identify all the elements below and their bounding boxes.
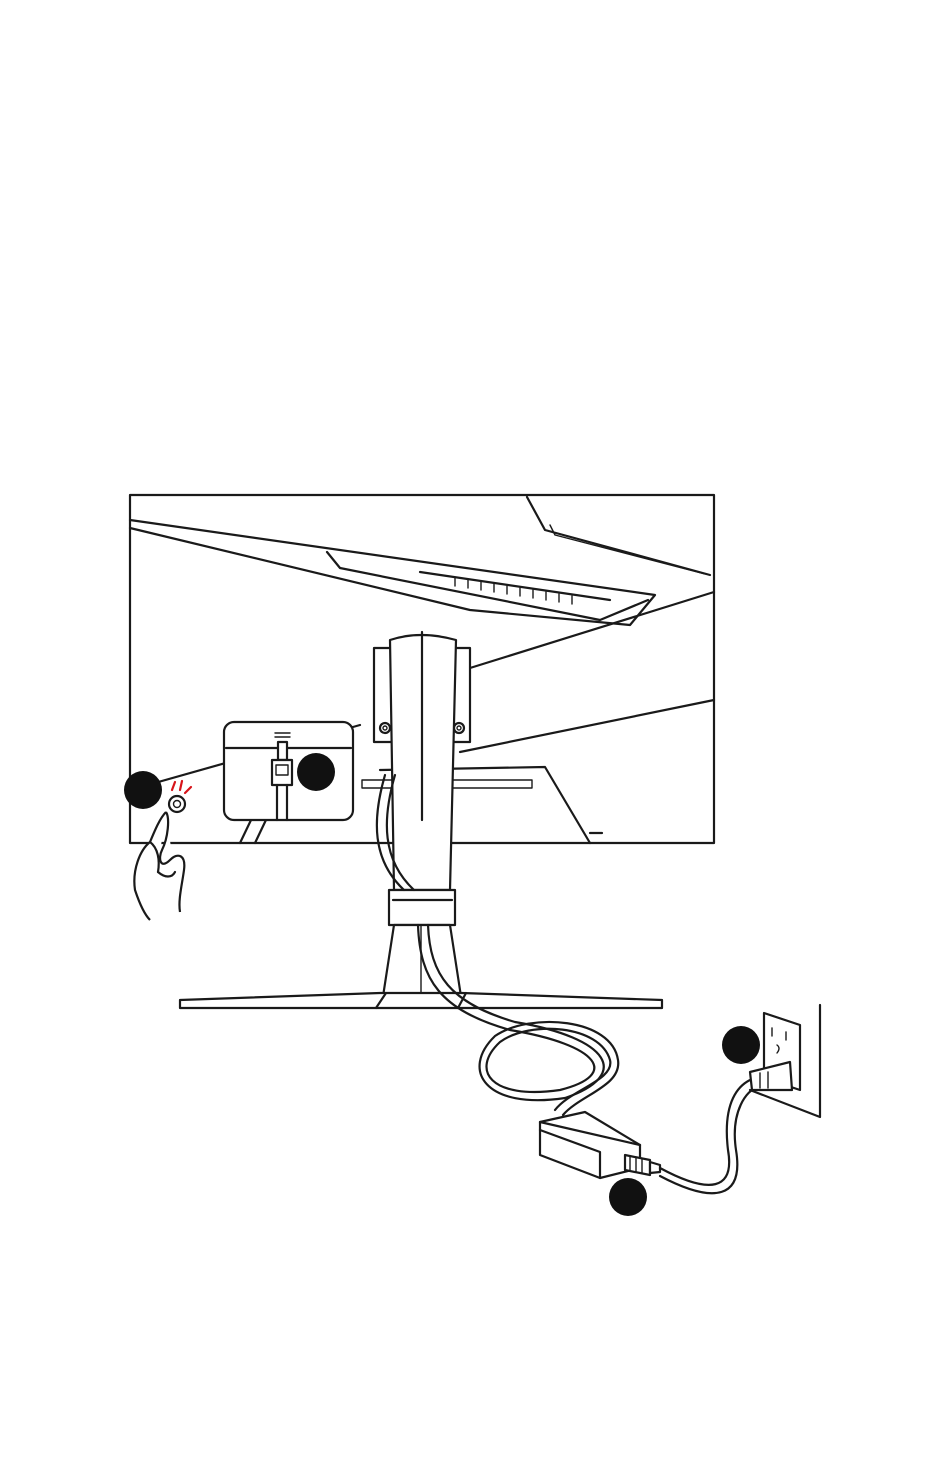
power-cord-ac	[660, 1080, 756, 1193]
power-button	[169, 796, 185, 812]
step-badge-2	[297, 753, 335, 791]
base	[180, 993, 662, 1008]
hand-icon	[134, 812, 184, 920]
press-indicator-icon	[172, 781, 191, 793]
step-badge-1	[124, 771, 162, 809]
wall-outlet	[750, 1005, 820, 1117]
step-badge-4	[609, 1178, 647, 1216]
stand	[374, 632, 470, 1003]
power-adapter	[540, 1112, 660, 1178]
step-badge-3	[722, 1026, 760, 1064]
